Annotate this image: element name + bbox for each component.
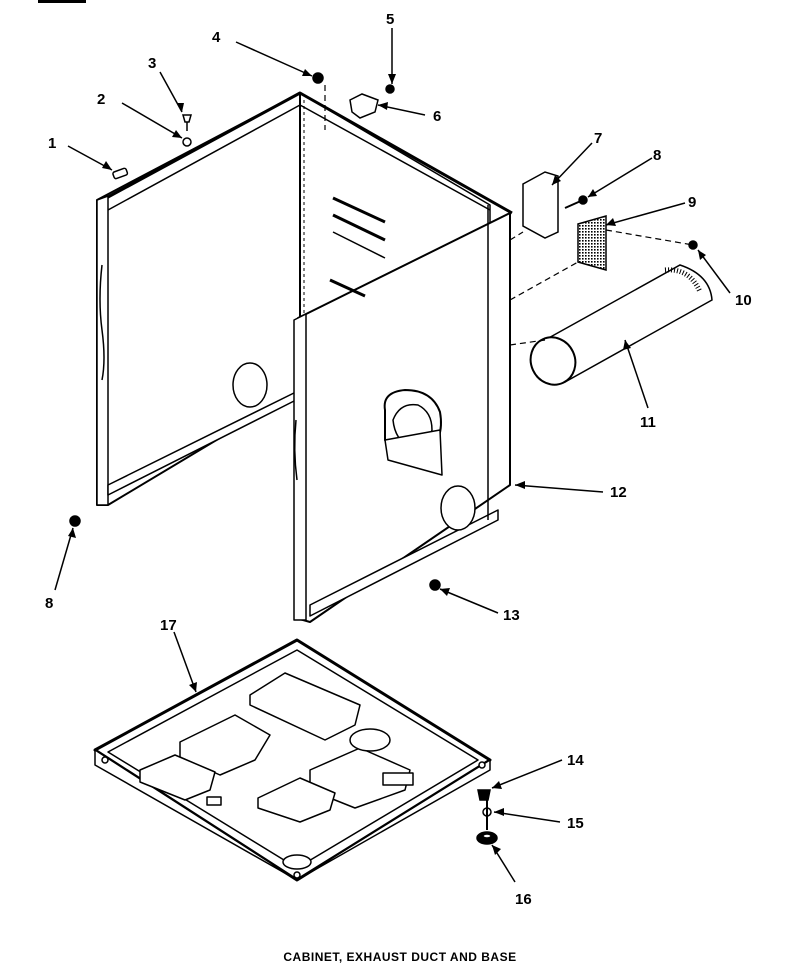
part-4-nut bbox=[312, 72, 324, 84]
hardware bbox=[69, 72, 713, 845]
part-11-exhaust-duct bbox=[544, 264, 713, 384]
part-5-screw bbox=[385, 84, 395, 94]
part-7-cover-plate bbox=[522, 171, 559, 239]
part-9-lint-screen bbox=[577, 215, 607, 271]
right-panel-hole-lower bbox=[440, 485, 476, 531]
part-10-screw bbox=[688, 240, 698, 250]
callout-11: 11 bbox=[640, 414, 656, 431]
callout-9: 9 bbox=[688, 194, 696, 211]
left-panel-hole bbox=[232, 362, 268, 408]
callout-labels: 1 2 3 4 5 6 7 8 9 10 11 12 8 13 17 14 15… bbox=[45, 11, 752, 908]
callout-3: 3 bbox=[148, 55, 156, 72]
callout-1: 1 bbox=[48, 135, 56, 152]
part-13-screw bbox=[429, 579, 441, 591]
callout-15: 15 bbox=[567, 815, 584, 832]
callout-6: 6 bbox=[433, 108, 441, 125]
callout-13: 13 bbox=[503, 607, 520, 624]
figure-caption: CABINET, EXHAUST DUCT AND BASE bbox=[283, 950, 517, 964]
callout-5: 5 bbox=[386, 11, 394, 28]
callout-8-lower: 8 bbox=[45, 595, 53, 612]
callout-17: 17 bbox=[160, 617, 177, 634]
callout-14: 14 bbox=[567, 752, 584, 769]
cabinet bbox=[96, 91, 513, 623]
header-bar bbox=[38, 0, 86, 3]
callout-2: 2 bbox=[97, 91, 105, 108]
arrowheads bbox=[68, 69, 706, 855]
part-14-nut bbox=[477, 789, 491, 801]
callout-10: 10 bbox=[735, 292, 752, 309]
alignment-lines bbox=[299, 85, 694, 346]
part-3-screw bbox=[182, 114, 192, 123]
callout-8-upper: 8 bbox=[653, 147, 661, 164]
part-1-clip bbox=[112, 167, 129, 180]
leaders bbox=[54, 28, 731, 883]
part-6-bracket bbox=[349, 93, 379, 119]
callout-4: 4 bbox=[212, 29, 221, 46]
base bbox=[93, 638, 492, 882]
part-2-grommet bbox=[182, 137, 192, 147]
callout-12: 12 bbox=[610, 484, 627, 501]
callout-7: 7 bbox=[594, 130, 602, 147]
callout-16: 16 bbox=[515, 891, 532, 908]
part-8-screw-lower bbox=[69, 515, 81, 527]
